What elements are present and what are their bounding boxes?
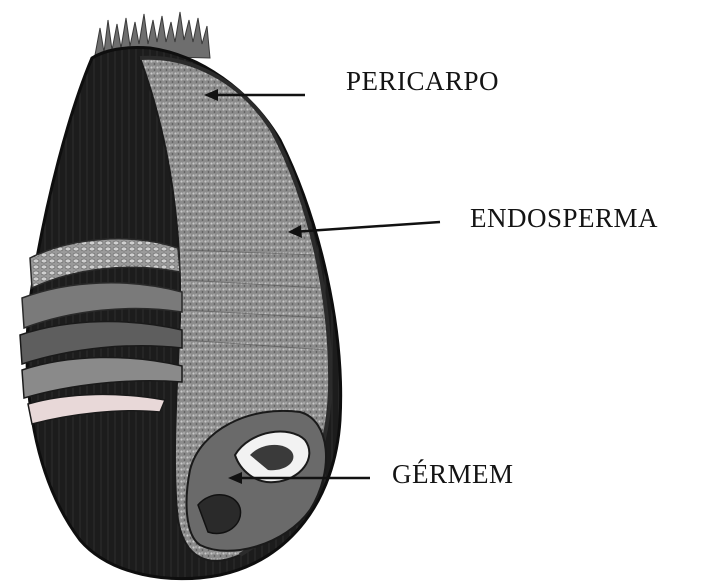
label-pericarpo: PERICARPO	[346, 66, 499, 97]
label-endosperma: ENDOSPERMA	[470, 203, 658, 234]
label-germem: GÉRMEM	[392, 459, 514, 490]
